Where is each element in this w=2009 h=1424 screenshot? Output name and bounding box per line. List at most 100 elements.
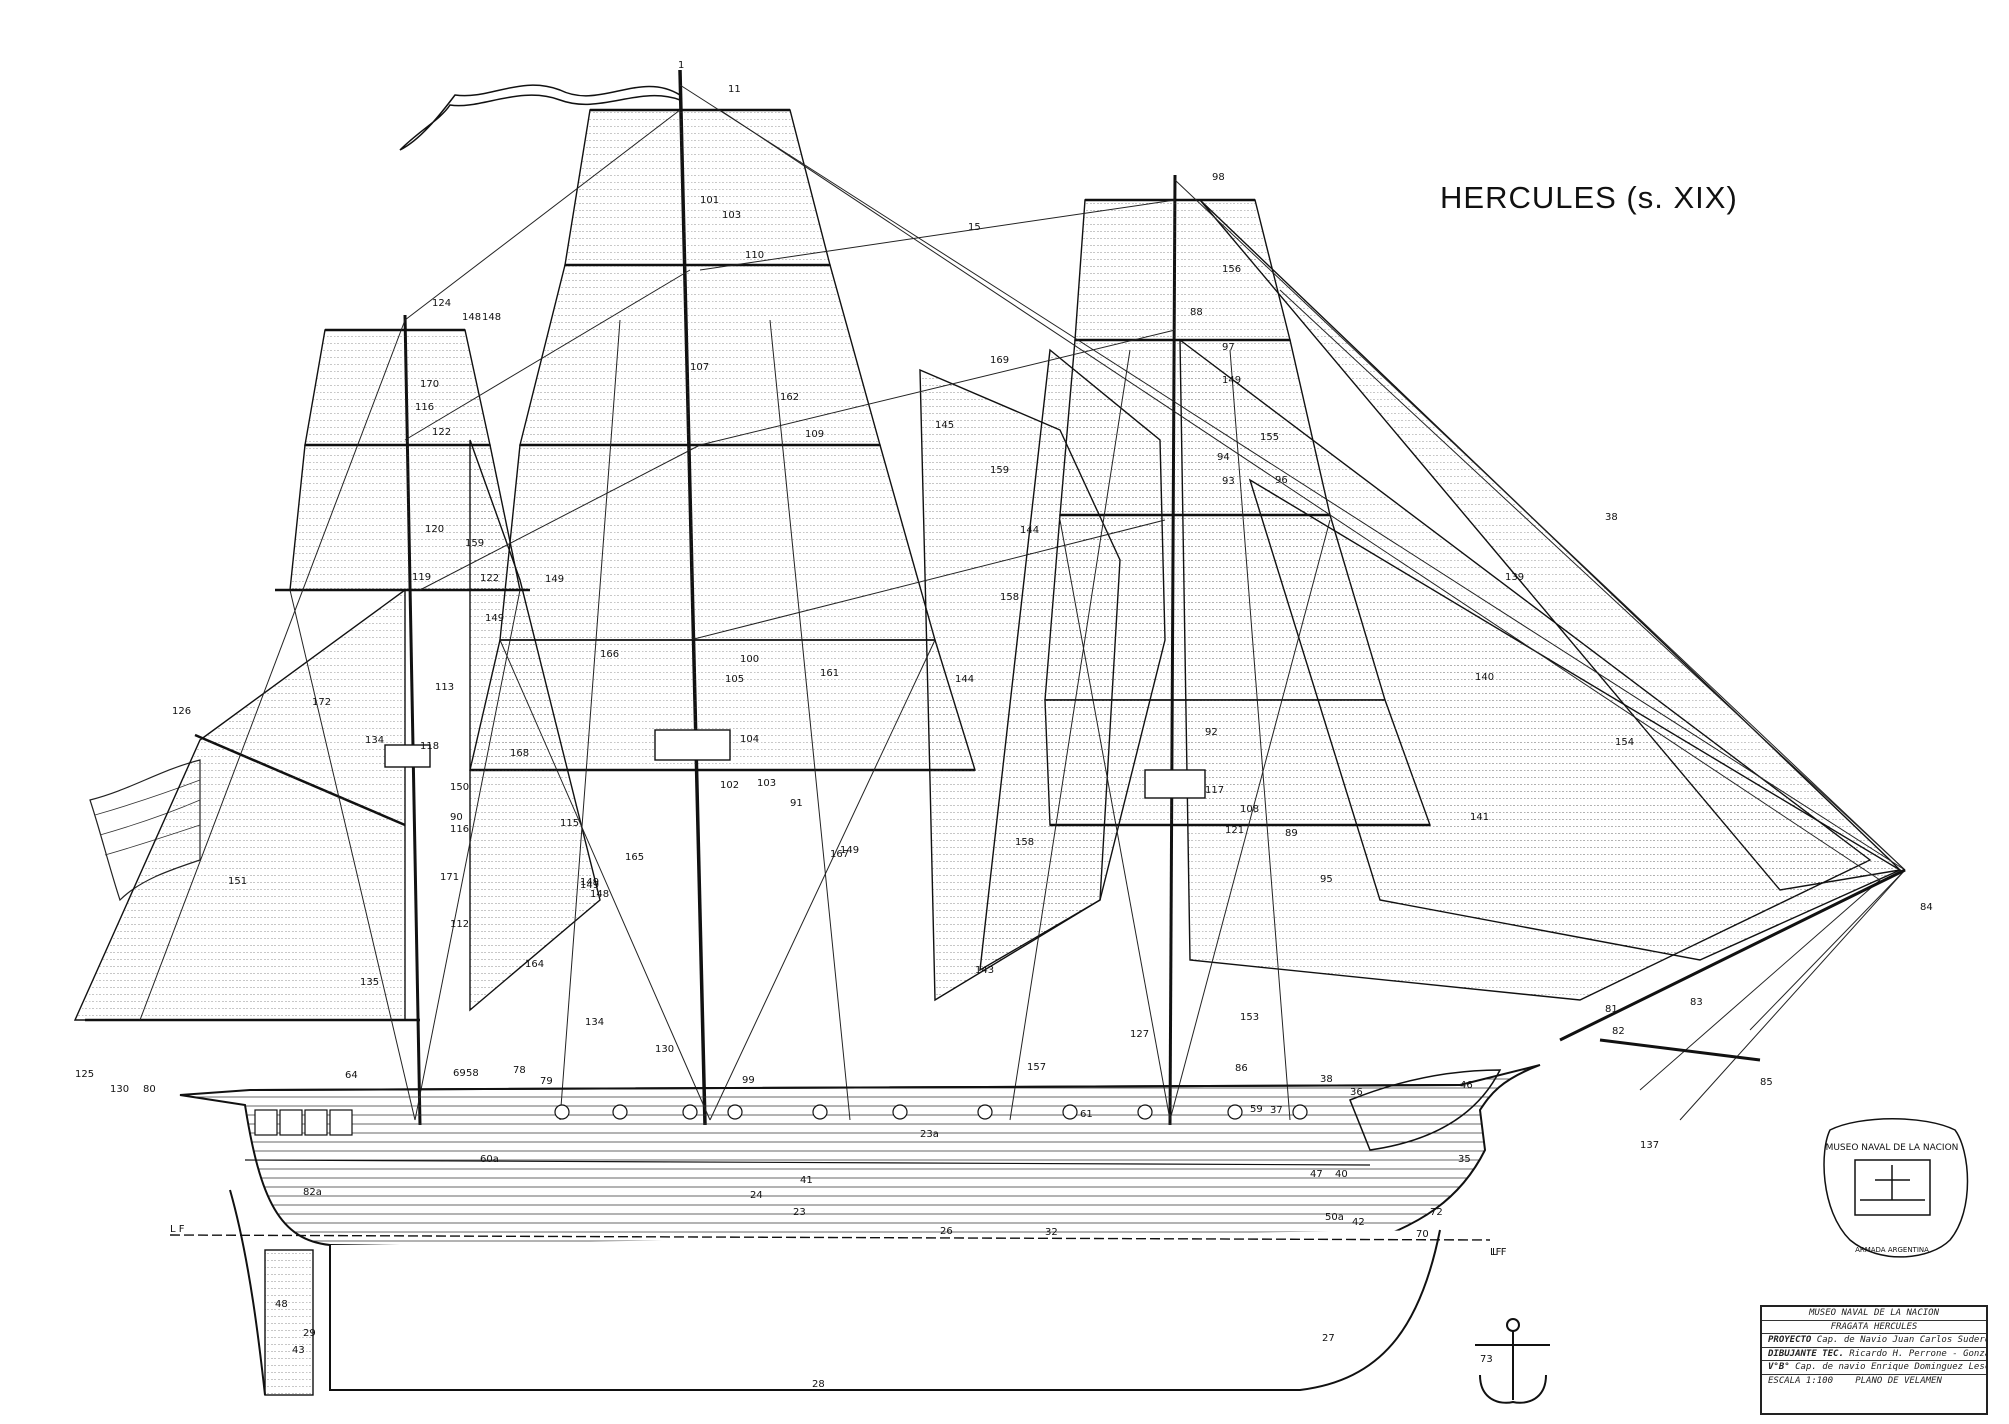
part-label-54: 150 bbox=[450, 782, 469, 793]
part-label-112: 41 bbox=[800, 1175, 813, 1186]
part-label-85: 153 bbox=[1240, 1012, 1259, 1023]
plan-name: PLANO DE VELAMEN bbox=[1855, 1375, 1942, 1386]
part-label-100: 46 bbox=[1460, 1080, 1473, 1091]
part-label-65: 151 bbox=[228, 876, 247, 887]
part-label-7: 148 bbox=[482, 312, 501, 323]
part-label-2: 15 bbox=[968, 222, 981, 233]
scale-label: ESCALA 1:100 bbox=[1768, 1375, 1834, 1386]
waterline-label-right: L F bbox=[1492, 1247, 1507, 1258]
part-label-40: 161 bbox=[820, 668, 839, 679]
row5-label: V°B° bbox=[1768, 1362, 1790, 1372]
staysails bbox=[73, 199, 1902, 1021]
mizzenmast-sails bbox=[289, 329, 521, 591]
part-label-93: 69 bbox=[453, 1068, 466, 1079]
row3-label: PROYECTO bbox=[1768, 1335, 1812, 1345]
part-label-48: 168 bbox=[510, 748, 529, 759]
part-label-88: 157 bbox=[1027, 1062, 1046, 1073]
part-label-25: 93 bbox=[1222, 476, 1235, 487]
stern-windows bbox=[254, 1109, 353, 1136]
part-label-3: 98 bbox=[1212, 172, 1225, 183]
title-block-row2: FRAGATA HERCULES bbox=[1762, 1321, 1986, 1334]
part-label-59: 116 bbox=[450, 824, 469, 835]
part-label-26: 96 bbox=[1275, 475, 1288, 486]
hull bbox=[179, 1064, 1541, 1396]
row4-label: DIBUJANTE TEC. bbox=[1768, 1348, 1844, 1359]
part-label-5: 103 bbox=[722, 210, 741, 221]
seal-text-bottom: ARMADA ARGENTINA bbox=[1855, 1246, 1929, 1254]
part-label-32: 119 bbox=[412, 572, 431, 583]
part-label-95: 78 bbox=[513, 1065, 526, 1076]
part-label-58: 90 bbox=[450, 812, 463, 823]
part-label-90: 85 bbox=[1760, 1077, 1773, 1088]
part-label-73: 141 bbox=[1470, 812, 1489, 823]
part-label-111: 72 bbox=[1430, 1207, 1443, 1218]
part-label-20: 145 bbox=[935, 420, 954, 431]
part-label-57: 108 bbox=[1240, 804, 1259, 815]
part-label-50: 103 bbox=[757, 778, 776, 789]
part-label-6: 110 bbox=[745, 250, 764, 261]
part-label-91: 80 bbox=[143, 1084, 156, 1095]
part-label-92: 64 bbox=[345, 1070, 358, 1081]
part-label-76: 164 bbox=[525, 959, 544, 970]
part-label-107: 35 bbox=[1458, 1154, 1471, 1165]
part-label-61: 121 bbox=[1225, 825, 1244, 836]
part-label-82: 130 bbox=[655, 1044, 674, 1055]
part-label-118: 42 bbox=[1352, 1217, 1365, 1228]
title-block-row1: MUSEO NAVAL DE LA NACION bbox=[1762, 1307, 1986, 1321]
part-label-83: 134 bbox=[585, 1017, 604, 1028]
part-label-99: 36 bbox=[1350, 1087, 1363, 1098]
anchor-icon bbox=[1475, 1318, 1550, 1404]
part-label-46: 134 bbox=[365, 735, 384, 746]
part-label-8: 156 bbox=[1222, 264, 1241, 275]
part-label-80: 83 bbox=[1690, 997, 1703, 1008]
part-label-35: 139 bbox=[1505, 572, 1524, 583]
part-label-84: 127 bbox=[1130, 1029, 1149, 1040]
part-label-109: 47 bbox=[1310, 1169, 1323, 1180]
part-label-94: 58 bbox=[466, 1068, 479, 1079]
part-label-37: 166 bbox=[600, 649, 619, 660]
part-label-38: 100 bbox=[740, 654, 759, 665]
part-label-49: 104 bbox=[740, 734, 759, 745]
bowsprit bbox=[1559, 868, 1906, 1062]
part-label-33: 122 bbox=[480, 573, 499, 584]
bow-figurehead bbox=[1349, 1069, 1502, 1151]
part-label-115: 26 bbox=[940, 1226, 953, 1237]
part-label-64: 149 bbox=[580, 877, 599, 888]
part-label-87: 130 bbox=[110, 1084, 129, 1095]
part-label-125: 27 bbox=[1322, 1333, 1335, 1344]
part-label-119: 70 bbox=[1416, 1229, 1429, 1240]
part-label-9: 88 bbox=[1190, 307, 1203, 318]
row3-value: Cap. de Navio Juan Carlos Sudero bbox=[1816, 1335, 1986, 1345]
part-label-62: 89 bbox=[1285, 828, 1298, 839]
part-label-116: 32 bbox=[1045, 1227, 1058, 1238]
title-block: MUSEO NAVAL DE LA NACION FRAGATA HERCULE… bbox=[1760, 1305, 1988, 1415]
part-label-36: 149 bbox=[485, 613, 504, 624]
part-label-16: 122 bbox=[432, 427, 451, 438]
part-label-71: 158 bbox=[1015, 837, 1034, 848]
part-label-122: 29 bbox=[303, 1328, 316, 1339]
part-label-55: 117 bbox=[1205, 785, 1224, 796]
part-number-labels: 1111598101103110148156889714912414817011… bbox=[75, 60, 1933, 1390]
part-label-78: 81 bbox=[1605, 1004, 1618, 1015]
part-label-124: 73 bbox=[1480, 1354, 1493, 1365]
part-label-96: 79 bbox=[540, 1076, 553, 1087]
part-label-13: 148 bbox=[462, 312, 481, 323]
part-label-79: 82 bbox=[1612, 1026, 1625, 1037]
part-label-52: 92 bbox=[1205, 727, 1218, 738]
museum-seal-icon bbox=[1823, 1118, 1969, 1258]
part-label-121: 48 bbox=[275, 1299, 288, 1310]
part-label-15: 116 bbox=[415, 402, 434, 413]
part-label-89: 86 bbox=[1235, 1063, 1248, 1074]
part-label-75: 112 bbox=[450, 919, 469, 930]
part-label-45: 126 bbox=[172, 706, 191, 717]
part-label-41: 144 bbox=[955, 674, 974, 685]
part-label-56: 91 bbox=[790, 798, 803, 809]
part-label-19: 162 bbox=[780, 392, 799, 403]
part-label-69: 148 bbox=[590, 889, 609, 900]
part-label-51: 102 bbox=[720, 780, 739, 791]
part-label-70: 165 bbox=[625, 852, 644, 863]
part-label-98: 38 bbox=[1320, 1074, 1333, 1085]
part-label-0: 1 bbox=[678, 60, 684, 71]
part-label-101: 137 bbox=[1640, 1140, 1659, 1151]
part-label-39: 105 bbox=[725, 674, 744, 685]
